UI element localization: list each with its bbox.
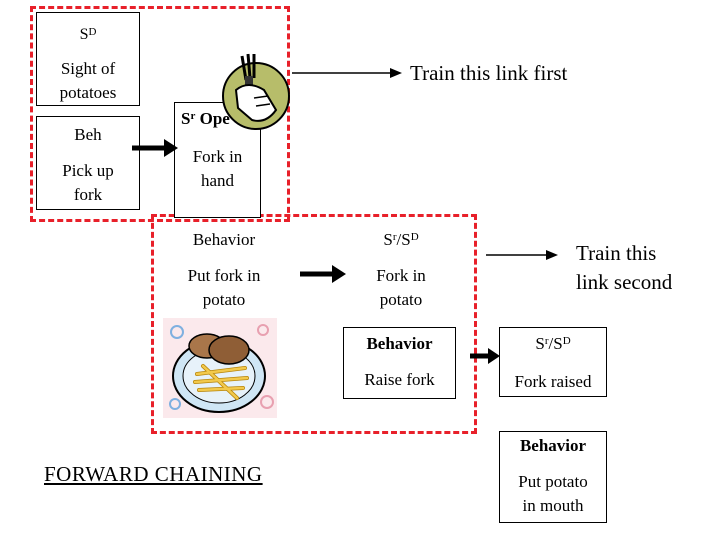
step2-sr-label-a: S bbox=[383, 230, 393, 249]
step3-sr-sup-a: r bbox=[544, 335, 549, 347]
step3-beh-label: Behavior bbox=[366, 334, 433, 353]
sr-label: S bbox=[181, 109, 191, 128]
arrow-beh-to-sr bbox=[132, 139, 178, 157]
sr-sup: r bbox=[190, 110, 196, 122]
arrow-train-second bbox=[486, 250, 558, 260]
step4-beh-line1: Put potato bbox=[518, 472, 588, 491]
step3-behavior-box: Behavior Raise fork bbox=[343, 327, 456, 399]
note-train-second-line1: Train this bbox=[576, 241, 657, 265]
note-train-second: Train this link second bbox=[576, 239, 672, 297]
step2-behavior-box: Behavior Put fork in potato bbox=[164, 228, 284, 312]
beh-label: Beh bbox=[74, 125, 102, 144]
step2-sr-sd-box: Sr/SD Fork in potato bbox=[346, 228, 456, 312]
potatoes-fries-clipart bbox=[163, 318, 277, 418]
link-one-dashed-border bbox=[30, 6, 290, 222]
sr-text-line1: Fork in bbox=[192, 147, 243, 166]
step2-sr-mid: /S bbox=[396, 230, 411, 249]
sd-text-line2: potatoes bbox=[59, 83, 117, 102]
step3-sr-mid: /S bbox=[548, 334, 563, 353]
step2-sr-sup-a: r bbox=[392, 231, 397, 243]
step3-sr-sd-box: Sr/SD Fork raised bbox=[499, 327, 607, 397]
sd-sup: D bbox=[88, 26, 97, 38]
step4-beh-label: Behavior bbox=[519, 436, 587, 455]
beh-text-line1: Pick up bbox=[62, 161, 114, 180]
note-train-second-line2: link second bbox=[576, 270, 673, 294]
step2-beh-line1: Put fork in bbox=[187, 266, 261, 285]
step2-beh-line2: potato bbox=[202, 290, 246, 309]
step3-beh-line1: Raise fork bbox=[364, 370, 435, 389]
sd-sight-of-potatoes-box: SD Sight of potatoes bbox=[36, 12, 140, 106]
sr-suffix: Ope bbox=[195, 109, 230, 128]
sd-label: S bbox=[79, 26, 89, 43]
sr-text-line2: hand bbox=[200, 171, 235, 190]
beh-text-line2: fork bbox=[73, 185, 103, 204]
step3-sr-line1: Fork raised bbox=[514, 372, 592, 391]
step2-sr-line2: potato bbox=[379, 290, 423, 309]
step3-sr-sup-b: D bbox=[562, 335, 571, 347]
beh-pick-up-fork-box: Beh Pick up fork bbox=[36, 116, 140, 210]
step3-sr-label-a: S bbox=[535, 334, 545, 353]
arrow-step2 bbox=[300, 265, 346, 283]
link-two-dashed-border bbox=[151, 214, 477, 434]
arrow-train-first bbox=[292, 68, 402, 78]
page-title: FORWARD CHAINING bbox=[44, 462, 263, 486]
step2-sr-line1: Fork in bbox=[376, 266, 426, 285]
step2-sr-sup-b: D bbox=[410, 231, 419, 243]
note-train-first: Train this link first bbox=[410, 61, 568, 85]
arrow-step3 bbox=[470, 348, 500, 364]
step4-beh-line2: in mouth bbox=[522, 496, 584, 515]
hand-fork-clipart bbox=[222, 53, 290, 130]
sd-text-line1: Sight of bbox=[60, 59, 116, 78]
step2-beh-label: Behavior bbox=[192, 230, 256, 249]
step4-behavior-box: Behavior Put potato in mouth bbox=[499, 431, 607, 523]
